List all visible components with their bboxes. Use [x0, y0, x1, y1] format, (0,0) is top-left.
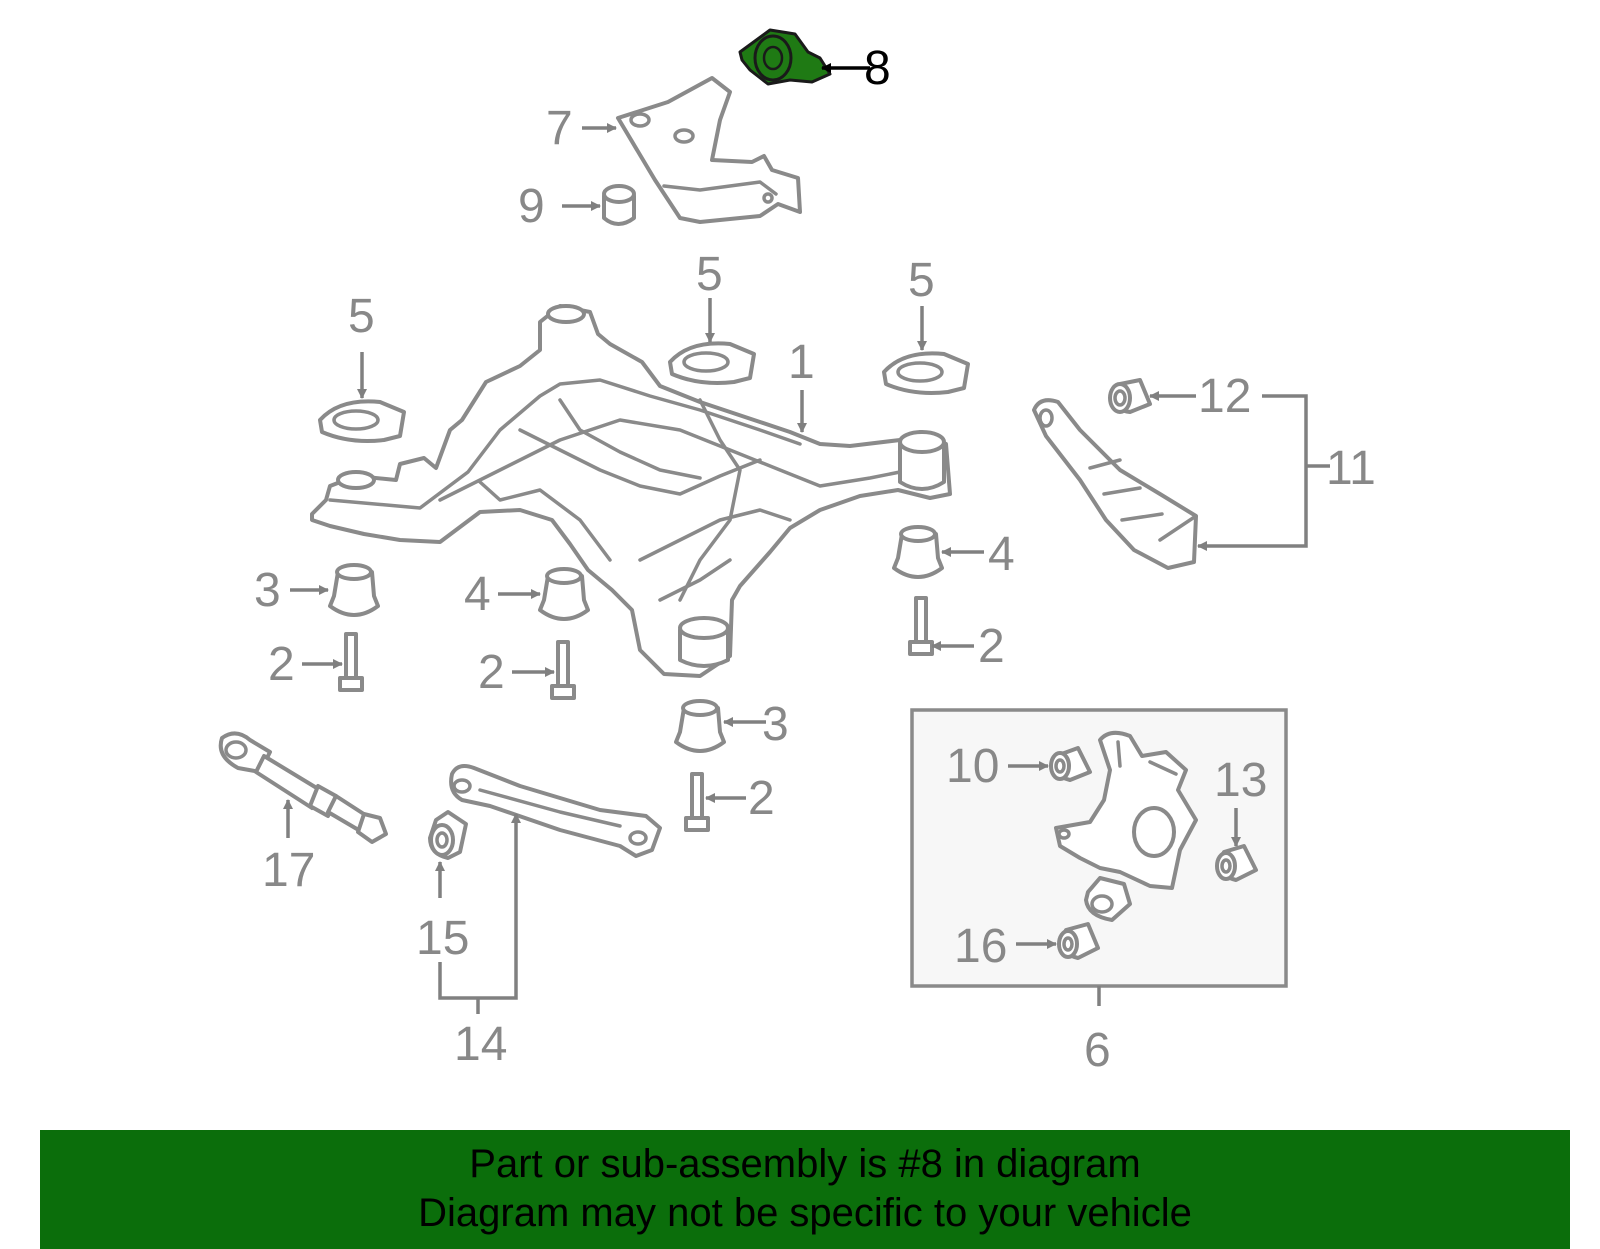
leader-11-bracket: [1197, 394, 1308, 551]
part-10-bushing: [1049, 746, 1092, 782]
part-4-bushing-left: [538, 567, 590, 621]
part-2-bolt-a: [338, 632, 364, 692]
part-2-bolt-c: [908, 596, 934, 656]
part-3-bushing-center: [674, 699, 726, 753]
callout-5b: 5: [696, 248, 723, 301]
part-17-adjuster-rod: [218, 731, 388, 844]
callout-8: 8: [864, 42, 891, 95]
callout-9: 9: [518, 180, 545, 233]
callout-3a: 3: [254, 564, 281, 617]
callout-5a: 5: [348, 290, 375, 343]
callout-14: 14: [454, 1018, 507, 1071]
callout-2d: 2: [748, 772, 775, 825]
callout-2b: 2: [478, 646, 505, 699]
part-12-bushing: [1108, 378, 1152, 414]
part-5-washer-center: [668, 341, 756, 385]
part-15-bushing: [428, 810, 468, 860]
callout-3b: 3: [762, 698, 789, 751]
parts-diagram: 8 7 9 5 5 5: [218, 28, 1376, 1077]
callout-7: 7: [546, 102, 573, 155]
part-3-bushing-left: [328, 563, 380, 617]
callout-1: 1: [788, 336, 815, 389]
banner-line-1: Part or sub-assembly is #8 in diagram: [469, 1142, 1141, 1186]
callout-12: 12: [1198, 370, 1251, 423]
part-5-washer-left: [318, 399, 406, 443]
part-4-bushing-right: [892, 525, 944, 579]
part-1-subframe: [310, 304, 952, 678]
callout-2a: 2: [268, 638, 295, 691]
part-9-bushing: [602, 184, 636, 226]
callout-4b: 4: [988, 528, 1015, 581]
callout-17: 17: [262, 844, 315, 897]
part-5-washer-right: [882, 351, 970, 395]
part-2-bolt-d: [684, 772, 710, 832]
callout-15: 15: [416, 912, 469, 965]
callout-13: 13: [1214, 754, 1267, 807]
part-7-bracket: [616, 76, 802, 224]
callout-4a: 4: [464, 568, 491, 621]
part-6-knuckle: [1054, 730, 1198, 922]
callout-6: 6: [1084, 1024, 1111, 1077]
callout-5c: 5: [908, 254, 935, 307]
callout-11: 11: [1326, 442, 1376, 495]
callout-2c: 2: [978, 620, 1005, 673]
part-16-bushing: [1057, 922, 1100, 960]
part-8-highlighted[interactable]: [738, 28, 832, 86]
part-13-bushing: [1215, 844, 1258, 882]
part-2-bolt-b: [550, 640, 576, 700]
info-banner: Part or sub-assembly is #8 in diagram Di…: [40, 1130, 1570, 1249]
part-14-lower-arm: [449, 764, 662, 858]
callout-16: 16: [954, 920, 1007, 973]
callout-10: 10: [946, 740, 999, 793]
part-11-arm: [1032, 398, 1198, 570]
banner-line-2: Diagram may not be specific to your vehi…: [418, 1191, 1192, 1235]
